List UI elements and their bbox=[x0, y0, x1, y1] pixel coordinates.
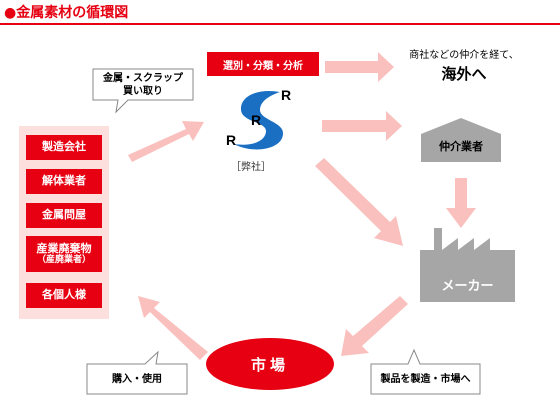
company-note: ［弊社］ bbox=[231, 162, 271, 173]
bubble-line: 金属・スクラップ bbox=[103, 73, 183, 84]
logo-letter-2: R bbox=[251, 112, 261, 128]
source-label: 産業廃棄物 bbox=[36, 241, 92, 255]
arrow-company-to-export bbox=[325, 52, 394, 82]
bubble-purchase-use-text: 購入・使用 bbox=[112, 374, 162, 385]
arrow-intermediary-to-maker bbox=[446, 178, 476, 228]
bubble-line: 買い取り bbox=[123, 86, 163, 97]
source-label: 解体業者 bbox=[42, 174, 86, 188]
source-label: 金属問屋 bbox=[42, 208, 86, 222]
logo-letter-3: R bbox=[226, 132, 236, 148]
maker-label: メーカー bbox=[441, 279, 494, 294]
source-industrial-waste: 産業廃棄物 （産廃業者） bbox=[26, 236, 102, 272]
logo-letter-1: R bbox=[281, 87, 291, 103]
source-manufacturer: 製造会社 bbox=[26, 135, 102, 160]
arrow-maker-to-market bbox=[341, 296, 408, 356]
arrow-company-to-intermediary bbox=[322, 111, 402, 141]
source-label: 各個人様 bbox=[42, 288, 86, 302]
market-label: 市場 bbox=[250, 355, 289, 374]
factory-icon bbox=[420, 228, 515, 302]
process-label-box: 選別・分類・分析 bbox=[207, 52, 319, 76]
sources-panel: 製造会社 解体業者 金属問屋 産業廃棄物 （産廃業者） 各個人様 bbox=[19, 126, 109, 319]
arrow-company-to-maker bbox=[315, 158, 403, 246]
page-title: ●金属素材の循環図 bbox=[4, 5, 129, 21]
source-metal-wholesaler: 金属問屋 bbox=[26, 203, 102, 228]
bubble-manufacture-market bbox=[370, 348, 481, 395]
export-caption: 商社などの仲介を経て、 bbox=[409, 50, 519, 61]
source-individuals: 各個人様 bbox=[26, 283, 102, 308]
export-title: 海外へ bbox=[441, 65, 487, 83]
intermediary-building-icon bbox=[421, 118, 501, 162]
company-logo-swoosh-icon bbox=[234, 90, 284, 150]
source-sublabel: （産廃業者） bbox=[36, 255, 91, 266]
market-ellipse bbox=[206, 338, 334, 390]
source-label: 製造会社 bbox=[42, 140, 86, 154]
arrow-market-to-sources bbox=[138, 296, 208, 360]
bubble-manufacture-market-text: 製品を製造・市場へ bbox=[380, 374, 471, 385]
arrow-sources-to-company bbox=[128, 121, 204, 162]
bubble-purchase-scrap-text: 金属・スクラップ 買い取り bbox=[93, 72, 193, 98]
intermediary-label: 仲介業者 bbox=[439, 140, 483, 153]
source-demolition: 解体業者 bbox=[26, 169, 102, 194]
header-divider bbox=[0, 23, 560, 25]
bubble-purchase-scrap bbox=[92, 68, 194, 114]
bubble-purchase-use bbox=[86, 350, 188, 395]
